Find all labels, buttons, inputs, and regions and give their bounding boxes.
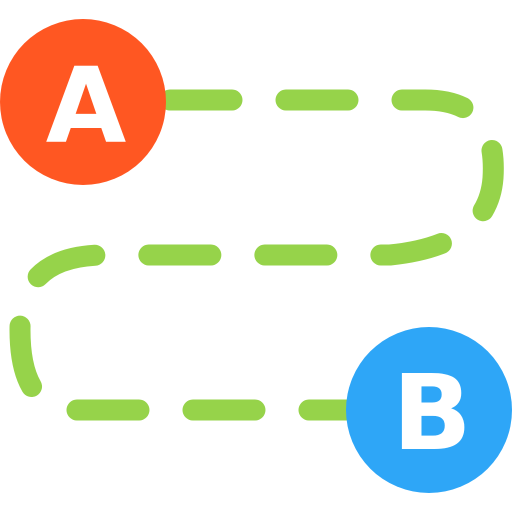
start-marker: A	[0, 19, 166, 185]
start-marker-label: A	[46, 45, 127, 167]
dashed-route-path	[9, 89, 504, 421]
end-marker: B	[346, 327, 512, 493]
end-marker-label: B	[392, 352, 471, 474]
end-marker-circle	[346, 327, 512, 493]
start-marker-circle	[0, 19, 166, 185]
